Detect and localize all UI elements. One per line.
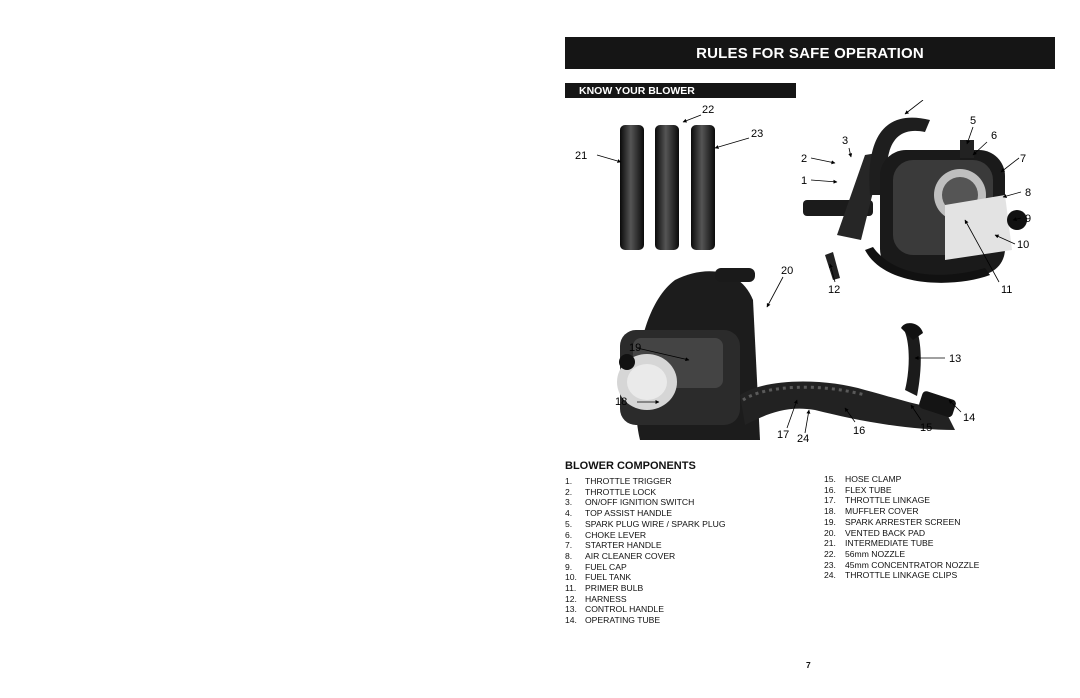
components-list-right: 15.HOSE CLAMP 16.FLEX TUBE 17.THROTTLE L… (824, 474, 979, 581)
list-item: 6.CHOKE LEVER (565, 529, 647, 540)
list-item: 2.THROTTLE LOCK (565, 486, 657, 497)
list-item: 14.OPERATING TUBE (565, 615, 661, 626)
nozzle-tubes (620, 125, 715, 250)
list-item: 8.AIR CLEANER COVER (565, 550, 676, 561)
callout-20: 20 (781, 265, 793, 277)
list-item: 10.FUEL TANK (565, 572, 632, 583)
components-heading: BLOWER COMPONENTS (565, 460, 696, 472)
list-item: 4.TOP ASSIST HANDLE (565, 508, 672, 519)
callout-6: 6 (991, 130, 997, 142)
callout-21: 21 (575, 150, 587, 162)
callout-4: 4 (920, 100, 926, 102)
callout-14: 14 (963, 412, 975, 424)
list-item: 23.45mm CONCENTRATOR NOZZLE (824, 559, 980, 570)
list-item: 5.SPARK PLUG WIRE / SPARK PLUG (565, 518, 726, 529)
list-item: 12.HARNESS (565, 593, 627, 604)
callout-19: 19 (629, 342, 641, 354)
leader-lines (596, 100, 1022, 434)
list-item: 21.INTERMEDIATE TUBE (824, 538, 934, 549)
list-item: 20.VENTED BACK PAD (824, 527, 926, 538)
list-item: 7.STARTER HANDLE (565, 540, 662, 551)
list-item: 18.MUFFLER COVER (824, 506, 919, 517)
callout-12: 12 (828, 284, 840, 296)
list-item: 17.THROTTLE LINKAGE (824, 495, 930, 506)
blower-side-view (803, 117, 1027, 283)
callout-13: 13 (949, 353, 961, 365)
callout-2: 2 (801, 153, 807, 165)
list-item: 15.HOSE CLAMP (824, 474, 902, 484)
callout-5: 5 (970, 115, 976, 127)
callout-17: 17 (777, 429, 789, 441)
blower-illustration: 21 22 23 2 1 3 4 5 6 7 8 9 10 11 12 20 1… (575, 100, 1031, 445)
callout-numbers: 21 22 23 2 1 3 4 5 6 7 8 9 10 11 12 20 1… (575, 100, 1031, 445)
list-item: 22.56mm NOZZLE (824, 548, 906, 559)
callout-9: 9 (1025, 213, 1031, 225)
callout-16: 16 (853, 425, 865, 437)
callout-23: 23 (751, 128, 763, 140)
list-item: 19.SPARK ARRESTER SCREEN (824, 516, 961, 527)
list-item: 3.ON/OFF IGNITION SWITCH (565, 497, 695, 508)
callout-24: 24 (797, 433, 809, 445)
list-item: 1.THROTTLE TRIGGER (565, 476, 672, 486)
page-number: 7 (806, 660, 811, 670)
list-item: 24.THROTTLE LINKAGE CLIPS (824, 570, 958, 581)
list-item: 16.FLEX TUBE (824, 484, 892, 495)
callout-8: 8 (1025, 187, 1031, 199)
blower-front-view (617, 268, 956, 440)
list-item: 13.CONTROL HANDLE (565, 604, 664, 615)
callout-15: 15 (920, 422, 932, 434)
components-list-left: 1.THROTTLE TRIGGER 2.THROTTLE LOCK 3.ON/… (565, 476, 726, 626)
callout-3: 3 (842, 135, 848, 147)
list-item: 9.FUEL CAP (565, 561, 627, 572)
callout-7: 7 (1020, 153, 1026, 165)
section-title: KNOW YOUR BLOWER (565, 83, 796, 98)
callout-22: 22 (702, 104, 714, 116)
page-title: RULES FOR SAFE OPERATION (565, 37, 1055, 69)
callout-18: 18 (615, 396, 627, 408)
callout-11: 11 (1001, 284, 1012, 296)
callout-10: 10 (1017, 239, 1029, 251)
list-item: 11.PRIMER BULB (565, 583, 644, 594)
callout-1: 1 (801, 175, 807, 187)
